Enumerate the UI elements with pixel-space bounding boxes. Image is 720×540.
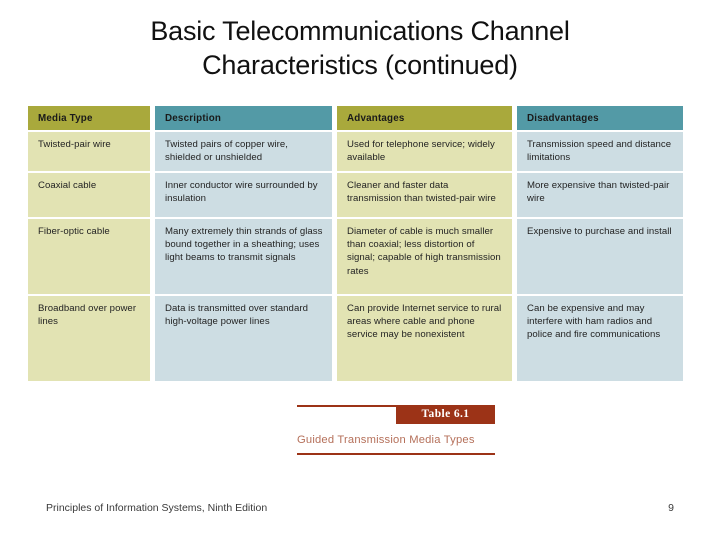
column-header-advantages: Advantages [337, 106, 512, 130]
column-header-media-type: Media Type [28, 106, 150, 130]
cell-description: Data is transmitted over standard high-v… [155, 296, 332, 381]
caption-rule-bottom [297, 453, 495, 455]
cell-disadvantages: Expensive to purchase and install [517, 219, 683, 294]
media-types-table: Media Type Description Advantages Disadv… [28, 106, 683, 383]
cell-disadvantages: Transmission speed and distance limitati… [517, 132, 683, 171]
page-title-line-1: Basic Telecommunications Channel [150, 16, 570, 46]
cell-description: Inner conductor wire surrounded by insul… [155, 173, 332, 217]
caption-header: Table 6.1 [297, 405, 495, 424]
column-header-disadvantages: Disadvantages [517, 106, 683, 130]
footer-source-text: Principles of Information Systems, Ninth… [46, 502, 268, 514]
table-row: Twisted-pair wire Twisted pairs of coppe… [28, 132, 683, 171]
cell-description: Many extremely thin strands of glass bou… [155, 219, 332, 294]
cell-media-type: Coaxial cable [28, 173, 150, 217]
table-row: Coaxial cable Inner conductor wire surro… [28, 173, 683, 217]
page-title-line-2: Characteristics (continued) [202, 50, 518, 80]
footer-page-number: 9 [668, 502, 674, 514]
page-title: Basic Telecommunications Channel Charact… [0, 14, 720, 82]
table-caption: Table 6.1 Guided Transmission Media Type… [297, 405, 495, 455]
cell-description: Twisted pairs of copper wire, shielded o… [155, 132, 332, 171]
cell-advantages: Cleaner and faster data transmission tha… [337, 173, 512, 217]
table-header-row: Media Type Description Advantages Disadv… [28, 106, 683, 130]
cell-media-type: Broadband over power lines [28, 296, 150, 381]
cell-advantages: Diameter of cable is much smaller than c… [337, 219, 512, 294]
cell-advantages: Can provide Internet service to rural ar… [337, 296, 512, 381]
cell-advantages: Used for telephone service; widely avail… [337, 132, 512, 171]
caption-text: Guided Transmission Media Types [297, 434, 475, 446]
cell-media-type: Fiber-optic cable [28, 219, 150, 294]
table-row: Broadband over power lines Data is trans… [28, 296, 683, 381]
cell-disadvantages: Can be expensive and may interfere with … [517, 296, 683, 381]
table-row: Fiber-optic cable Many extremely thin st… [28, 219, 683, 294]
column-header-description: Description [155, 106, 332, 130]
cell-media-type: Twisted-pair wire [28, 132, 150, 171]
cell-disadvantages: More expensive than twisted-pair wire [517, 173, 683, 217]
slide-footer: Principles of Information Systems, Ninth… [46, 502, 674, 514]
table-number-badge: Table 6.1 [396, 405, 495, 424]
